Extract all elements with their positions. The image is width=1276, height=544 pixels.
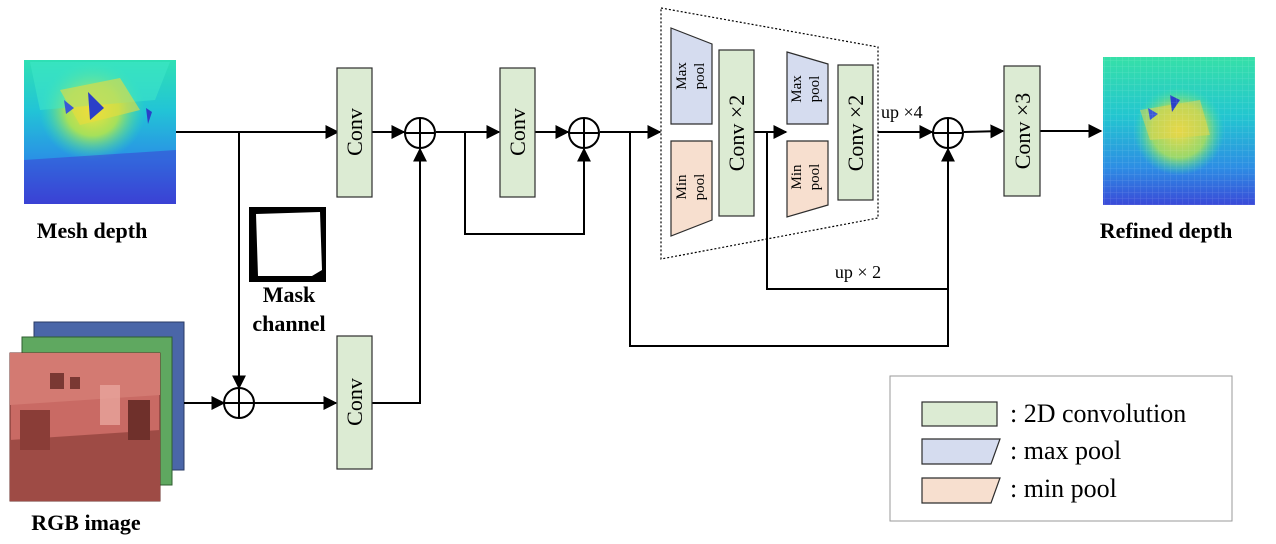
conv-block: Conv — [336, 335, 373, 470]
mask-label: Mask — [263, 282, 316, 307]
legend-label: : max pool — [1010, 436, 1121, 465]
sum-node — [568, 117, 600, 149]
conv-block: Conv — [499, 67, 536, 198]
conv-block-label: Conv — [342, 108, 367, 156]
max-pool-block: Max pool — [786, 51, 829, 125]
conv-block-label: Conv — [505, 108, 530, 156]
min-pool-block: Min pool — [786, 140, 829, 218]
max-pool-label: Max — [674, 62, 690, 90]
max-pool-label: Max — [789, 75, 805, 103]
conv-x2-label: Conv ×2 — [843, 95, 868, 172]
conv-x2-label: Conv ×2 — [724, 95, 749, 172]
mesh-depth-image — [24, 60, 176, 204]
refined-depth-label: Refined depth — [1100, 218, 1233, 243]
rgb-image-stack — [9, 321, 185, 502]
sum-node — [932, 117, 964, 149]
legend: : 2D convolution : max pool : min pool — [889, 375, 1233, 522]
conv-block-label: Conv — [342, 378, 367, 426]
conv-x2-block: Conv ×2 — [837, 64, 874, 201]
upsample-x2-label: up × 2 — [835, 262, 881, 282]
refined-depth-image — [1103, 57, 1255, 205]
pool-label: pool — [807, 76, 823, 103]
pool-label: pool — [692, 174, 708, 201]
legend-item-min-pool: : min pool — [921, 474, 1117, 504]
conv-x2-block: Conv ×2 — [718, 49, 755, 217]
min-pool-label: Min — [789, 164, 805, 190]
channel-label: channel — [252, 311, 325, 336]
conv-x3-block: Conv ×3 — [1003, 65, 1041, 197]
legend-label: : min pool — [1010, 474, 1117, 503]
mesh-depth-label: Mesh depth — [37, 218, 148, 243]
legend-label: : 2D convolution — [1010, 399, 1186, 428]
conv-block: Conv — [336, 67, 373, 198]
pool-label: pool — [692, 63, 708, 90]
max-pool-block: Max pool — [670, 27, 713, 125]
min-pool-label: Min — [674, 174, 690, 200]
legend-item-max-pool: : max pool — [921, 436, 1121, 465]
legend-item-convolution: : 2D convolution — [921, 399, 1186, 428]
rgb-front-image — [9, 352, 161, 502]
conv-x3-label: Conv ×3 — [1010, 93, 1035, 170]
upsample-x4-label: up ×4 — [881, 102, 923, 122]
mask-image — [249, 207, 326, 282]
connections — [176, 124, 1103, 410]
sum-node — [223, 387, 255, 419]
rgb-image-label: RGB image — [31, 510, 141, 535]
pool-label: pool — [807, 164, 823, 191]
min-pool-block: Min pool — [670, 140, 713, 237]
sum-node — [404, 117, 436, 149]
